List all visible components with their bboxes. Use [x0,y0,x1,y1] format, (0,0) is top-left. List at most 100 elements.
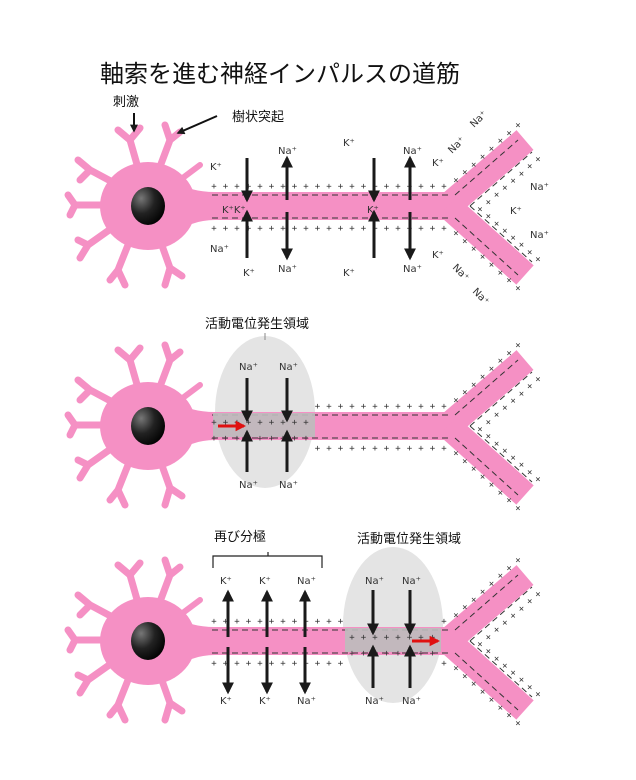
plus-charge-mark: + [269,434,275,444]
plus-charge-mark: + [361,402,367,412]
cross-charge-mark: × [462,237,467,247]
plus-charge-mark: + [234,434,240,444]
plus-charge-mark: + [315,402,321,412]
plus-charge-mark: + [326,659,332,669]
repolarization-bracket [212,552,323,568]
cross-charge-mark: × [453,396,458,406]
cross-charge-mark: × [480,587,485,597]
plus-charge-mark: + [418,444,424,454]
cross-charge-mark: × [462,603,467,613]
cross-charge-mark: × [453,664,458,674]
cross-charge-mark: × [502,619,507,629]
cross-charge-mark: × [515,504,520,514]
plus-charge-mark: + [430,649,436,659]
plus-charge-mark: + [292,434,298,444]
cross-charge-mark: × [477,425,482,435]
plus-charge-mark: + [257,659,263,669]
ion-label: Na⁺ [365,696,384,707]
plus-charge-mark: + [372,402,378,412]
ion-label: Na⁺ [530,182,549,193]
plus-charge-mark: + [246,659,252,669]
plus-charge-mark: + [211,182,217,192]
ion-label: Na⁺ [278,264,297,275]
plus-charge-mark: + [441,659,447,669]
ion-arrows-2 [241,378,293,472]
plus-charge-mark: + [269,659,275,669]
plus-charge-mark: + [338,444,344,454]
cross-charge-mark: × [462,388,467,398]
cross-charge-mark: × [453,229,458,239]
cross-charge-mark: × [480,152,485,162]
plus-charge-mark: + [430,444,436,454]
plus-charge-mark: + [223,418,229,428]
plus-charge-mark: + [280,434,286,444]
charge-marks-1: ++++++++++++++++++++++++++++++++++++++++… [211,121,540,294]
cross-charge-mark: × [535,255,540,265]
cross-charge-mark: × [462,457,467,467]
plus-charge-mark: + [211,659,217,669]
cross-charge-mark: × [502,446,507,456]
plus-charge-mark: + [372,444,378,454]
stimulus-label: 刺激 [113,95,139,110]
plus-charge-mark: + [234,224,240,234]
ion-arrows-1 [241,155,416,261]
active-zone-label-1: 活動電位発生領域 [205,316,309,332]
ion-label: K⁺K⁺ [222,205,246,216]
plus-charge-mark: + [280,182,286,192]
ion-label: Na⁺ [402,576,421,587]
ion-label: Na⁺ [297,696,316,707]
ion-label: K⁺ [343,268,355,279]
charge-marks-2: ++++++++++++++++++++++++++++++++++++++++… [211,341,540,514]
cross-charge-mark: × [510,611,515,621]
cross-charge-mark: × [480,473,485,483]
cross-charge-mark: × [498,572,503,582]
plus-charge-mark: + [349,182,355,192]
plus-charge-mark: + [292,617,298,627]
charge-marks-3: ++++++++++++++++++++++++++++++++++++++++… [211,556,540,729]
ion-label: Na⁺ [210,244,229,255]
plus-charge-mark: + [349,649,355,659]
cross-charge-mark: × [471,680,476,690]
plus-charge-mark: + [372,633,378,643]
plus-charge-mark: + [315,224,321,234]
ion-label: K⁺ [220,696,232,707]
cross-charge-mark: × [527,162,532,172]
plus-charge-mark: + [349,633,355,643]
cross-charge-mark: × [477,205,482,215]
cross-charge-mark: × [502,404,507,414]
plus-charge-mark: + [441,402,447,412]
cross-charge-mark: × [506,496,511,506]
cross-charge-mark: × [471,380,476,390]
plus-charge-mark: + [315,617,321,627]
plus-charge-mark: + [292,224,298,234]
ion-label: Na⁺ [403,146,422,157]
ion-label: Na⁺ [402,696,421,707]
ion-label: K⁺ [220,576,232,587]
cross-charge-mark: × [494,654,499,664]
ion-label: K⁺ [259,576,271,587]
plus-charge-mark: + [246,224,252,234]
plus-charge-mark: + [338,182,344,192]
plus-charge-mark: + [349,402,355,412]
cross-charge-mark: × [486,633,491,643]
cross-charge-mark: × [494,219,499,229]
plus-charge-mark: + [418,182,424,192]
cross-charge-mark: × [486,647,491,657]
plus-charge-mark: + [257,418,263,428]
panel-resting: ++++++++++++++++++++++++++++++++++++++++… [68,95,549,307]
plus-charge-mark: + [384,444,390,454]
plus-charge-mark: + [326,402,332,412]
plus-charge-mark: + [280,418,286,428]
plus-charge-mark: + [223,659,229,669]
plus-charge-mark: + [395,224,401,234]
cross-charge-mark: × [535,590,540,600]
plus-charge-mark: + [223,617,229,627]
ion-label: K⁺ [432,158,444,169]
ion-label: Na⁺ [403,264,422,275]
plus-charge-mark: + [303,418,309,428]
cross-charge-mark: × [494,411,499,421]
plus-charge-mark: + [269,617,275,627]
plus-charge-mark: + [280,659,286,669]
plus-charge-mark: + [395,649,401,659]
cross-charge-mark: × [515,556,520,566]
